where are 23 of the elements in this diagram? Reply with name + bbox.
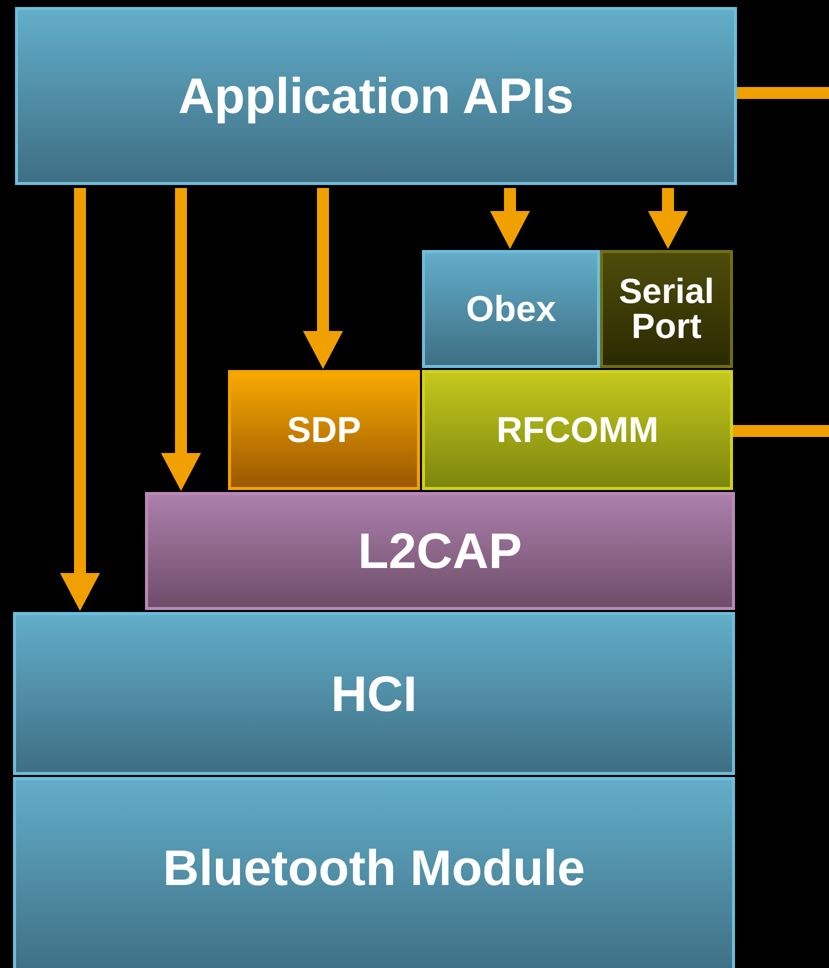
arrow [490, 188, 530, 249]
layer-box [422, 250, 600, 368]
layer-label: L2CAP [358, 526, 522, 576]
layer-box [600, 250, 733, 368]
layer-label: HCI [330, 668, 418, 718]
arrow [60, 188, 100, 611]
layer-box [228, 370, 420, 490]
layer-label: SDP [286, 412, 362, 448]
layer-label: Bluetooth Module [162, 843, 586, 893]
connector-line [737, 87, 829, 99]
layer-box [145, 492, 735, 610]
layer-label: Obex [466, 291, 556, 327]
layer-label: RFCOMM [496, 412, 658, 448]
layer-box [422, 370, 733, 490]
layer-box [13, 612, 735, 775]
arrow [303, 188, 343, 369]
layer-label: Application APIs [178, 71, 574, 121]
layer-label: Serial Port [618, 274, 716, 344]
layer-box [15, 7, 737, 185]
arrow [161, 188, 201, 491]
arrow [648, 188, 688, 249]
connector-line [733, 425, 829, 437]
layer-box [13, 777, 735, 968]
